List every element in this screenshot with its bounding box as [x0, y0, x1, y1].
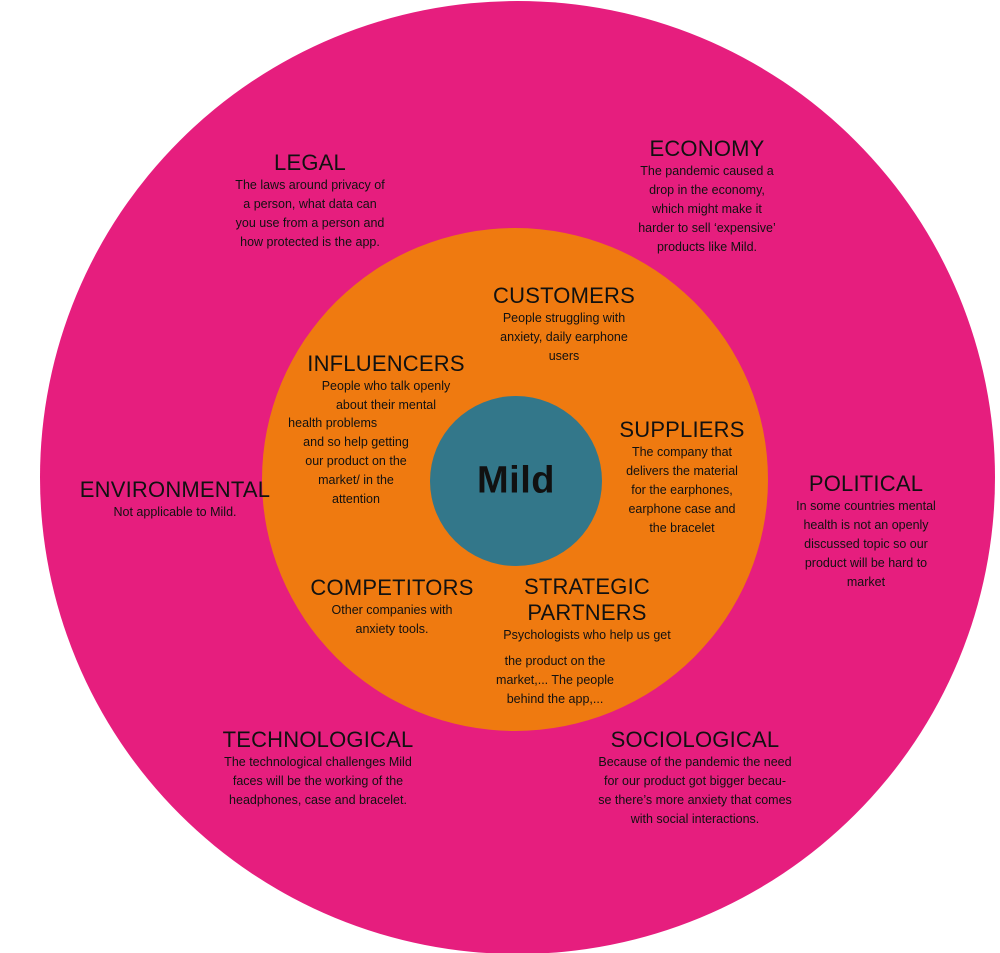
political-text: In some countries mental	[796, 499, 936, 513]
suppliers-title: SUPPLIERS	[619, 417, 745, 442]
influencers-text: attention	[332, 492, 380, 506]
political-block: POLITICAL In some countries mental healt…	[796, 471, 936, 592]
economy-text: harder to sell ‘expensive’	[638, 221, 776, 235]
suppliers-block: SUPPLIERS The company that delivers the …	[619, 417, 744, 538]
technological-text: faces will be the working of the	[232, 774, 404, 788]
political-text: discussed topic so our	[804, 537, 928, 551]
customers-text: anxiety, daily earphone	[500, 330, 628, 344]
strategic-partners-text: Psychologists who help us get	[503, 628, 671, 642]
core-circle	[430, 396, 602, 566]
political-text: product will be hard to	[804, 556, 928, 570]
environmental-text: Not applicable to Mild.	[113, 505, 237, 519]
legal-text: you use from a person and	[235, 216, 385, 230]
sociological-title: SOCIOLOGICAL	[610, 727, 780, 752]
political-text: health is not an openly	[803, 518, 929, 532]
strategic-partners-text: behind the app,...	[506, 692, 604, 706]
influencers-text: market/ in the	[318, 473, 394, 487]
strategic-partners-block-cont: the product on the market,... The people…	[496, 652, 614, 709]
sociological-block: SOCIOLOGICAL Because of the pandemic the…	[598, 727, 792, 829]
political-title: POLITICAL	[808, 471, 924, 496]
legal-block: LEGAL The laws around privacy of a perso…	[235, 150, 384, 252]
technological-title: TECHNOLOGICAL	[222, 727, 414, 752]
sociological-text: with social interactions.	[630, 812, 760, 826]
suppliers-text: the bracelet	[649, 521, 715, 535]
strategic-partners-text: market,... The people	[496, 673, 614, 687]
economy-block: ECONOMY The pandemic caused a drop in th…	[638, 136, 776, 257]
competitors-text: anxiety tools.	[355, 622, 429, 636]
strategic-partners-title: PARTNERS	[527, 600, 647, 625]
influencers-title: INFLUENCERS	[307, 351, 465, 376]
sociological-text: Because of the pandemic the need	[598, 755, 792, 769]
customers-title: CUSTOMERS	[493, 283, 635, 308]
strategic-partners-text: the product on the	[504, 654, 606, 668]
economy-title: ECONOMY	[649, 136, 765, 161]
legal-text: how protected is the app.	[240, 235, 380, 249]
economy-text: products like Mild.	[656, 240, 758, 254]
legal-text: The laws around privacy of	[235, 178, 385, 192]
customers-block: CUSTOMERS People struggling with anxiety…	[493, 283, 635, 366]
influencers-text: and so help getting	[303, 435, 409, 449]
influencers-text: about their mental	[335, 398, 437, 412]
suppliers-text: The company that	[631, 445, 733, 459]
environmental-title: ENVIRONMENTAL	[79, 477, 271, 502]
influencers-text: our product on the	[305, 454, 407, 468]
technological-text: The technological challenges Mild	[224, 755, 412, 769]
center-label: Mild	[477, 459, 555, 502]
suppliers-text: delivers the material	[626, 464, 738, 478]
competitors-text: Other companies with	[331, 603, 453, 617]
sociological-text: se there’s more anxiety that comes	[598, 793, 792, 807]
customers-text: People struggling with	[502, 311, 626, 325]
influencers-block: INFLUENCERS People who talk openly about…	[307, 351, 464, 415]
competitors-title: COMPETITORS	[310, 575, 474, 600]
suppliers-text: for the earphones,	[631, 483, 733, 497]
economy-text: The pandemic caused a	[640, 164, 774, 178]
customers-text: users	[548, 349, 580, 363]
influencers-text: health problems	[288, 416, 378, 430]
legal-title: LEGAL	[274, 150, 346, 175]
economy-text: drop in the economy,	[649, 183, 765, 197]
influencers-block-cont: health problems and so help getting our …	[288, 414, 409, 509]
technological-block: TECHNOLOGICAL The technological challeng…	[223, 727, 414, 810]
technological-text: headphones, case and bracelet.	[229, 793, 407, 807]
economy-text: which might make it	[652, 202, 762, 216]
strategic-partners-title: STRATEGIC	[523, 574, 651, 599]
influencers-text: People who talk openly	[321, 379, 451, 393]
competitors-block: COMPETITORS Other companies with anxiety…	[310, 575, 473, 639]
legal-text: a person, what data can	[243, 197, 377, 211]
sociological-text: for our product got bigger becau-	[603, 774, 787, 788]
political-text: market	[846, 575, 886, 589]
environmental-block: ENVIRONMENTAL Not applicable to Mild.	[80, 477, 270, 522]
strategic-partners-block: STRATEGIC PARTNERS Psychologists who hel…	[503, 574, 670, 645]
suppliers-text: earphone case and	[628, 502, 736, 516]
